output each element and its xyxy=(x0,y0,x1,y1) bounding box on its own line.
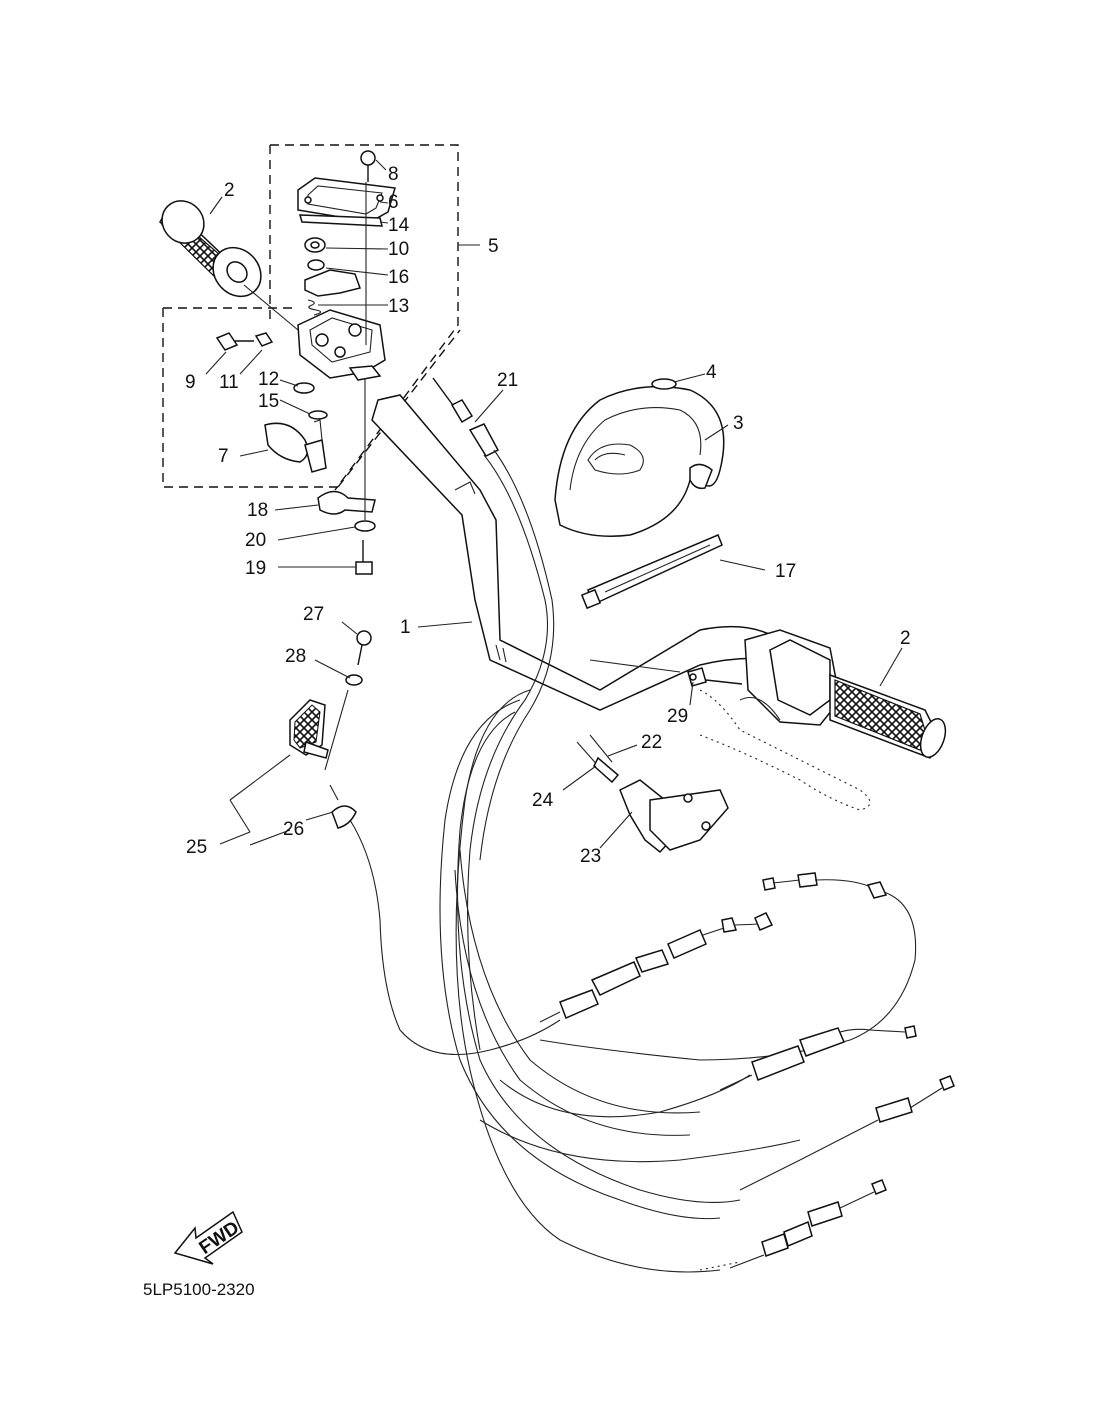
cable-ends xyxy=(539,872,955,1271)
callout-labels: 2 8 6 14 10 5 16 13 4 3 9 11 12 15 7 21 … xyxy=(185,164,911,867)
callout-10: 10 xyxy=(388,239,409,260)
callout-7: 7 xyxy=(218,446,229,467)
callout-20: 20 xyxy=(245,530,266,551)
callout-22: 22 xyxy=(641,732,662,753)
callout-16: 16 xyxy=(388,267,409,288)
diagram-code: 5LP5100-2320 xyxy=(143,1280,255,1299)
callout-25: 25 xyxy=(186,837,207,858)
callout-1: 1 xyxy=(400,617,411,638)
left-switch xyxy=(289,630,561,1056)
callout-9: 9 xyxy=(185,372,196,393)
cable-21 xyxy=(432,377,555,1051)
callout-26: 26 xyxy=(283,819,304,840)
callout-2-left: 2 xyxy=(224,180,235,201)
brake-switch xyxy=(576,659,743,854)
callout-17: 17 xyxy=(775,561,796,582)
callout-24: 24 xyxy=(532,790,554,811)
callout-14: 14 xyxy=(388,215,410,236)
callout-29: 29 xyxy=(667,706,688,727)
callout-28: 28 xyxy=(285,646,306,667)
callout-2-right: 2 xyxy=(900,628,911,649)
right-grip-assembly xyxy=(699,629,947,811)
control-cables xyxy=(439,689,801,1273)
forward-arrow-icon: FWD xyxy=(173,1210,243,1265)
callout-8: 8 xyxy=(388,164,399,185)
callout-6: 6 xyxy=(388,192,399,213)
switch-parts xyxy=(215,150,396,575)
handlebar-cover xyxy=(554,378,725,537)
leader-lines xyxy=(205,159,903,849)
callout-13: 13 xyxy=(388,296,409,317)
left-grip xyxy=(159,200,299,331)
callout-23: 23 xyxy=(580,846,601,867)
callout-11: 11 xyxy=(219,372,239,393)
callout-19: 19 xyxy=(245,558,266,579)
callout-18: 18 xyxy=(247,500,268,521)
callout-27: 27 xyxy=(303,604,324,625)
callout-15: 15 xyxy=(258,391,279,412)
callout-4: 4 xyxy=(706,362,717,383)
callout-21: 21 xyxy=(497,370,518,391)
callout-5: 5 xyxy=(488,236,499,257)
callout-12: 12 xyxy=(258,369,279,390)
callout-3: 3 xyxy=(733,413,744,434)
cable-tie xyxy=(580,534,723,610)
